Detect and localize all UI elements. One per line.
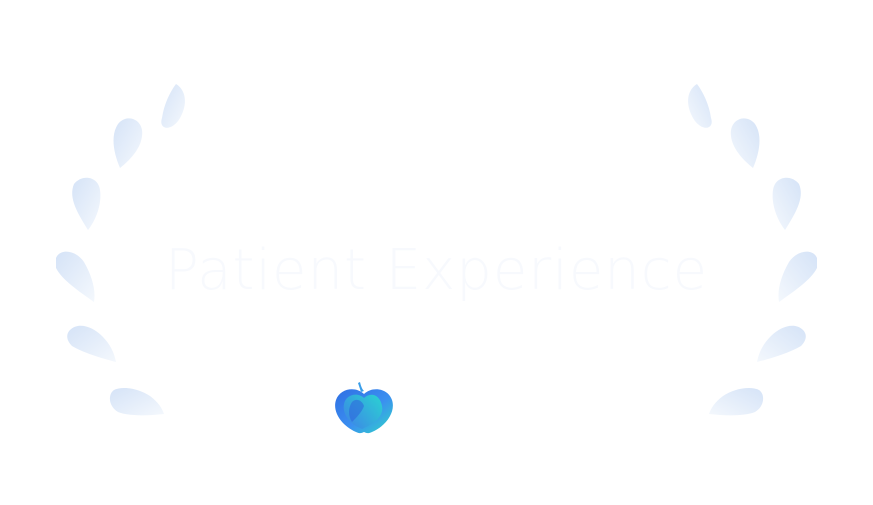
award-title: Patient Experience xyxy=(164,238,709,303)
laurel-left-icon xyxy=(56,84,185,416)
apple-heart-logo-icon xyxy=(335,382,393,434)
laurel-right-icon xyxy=(688,84,817,416)
